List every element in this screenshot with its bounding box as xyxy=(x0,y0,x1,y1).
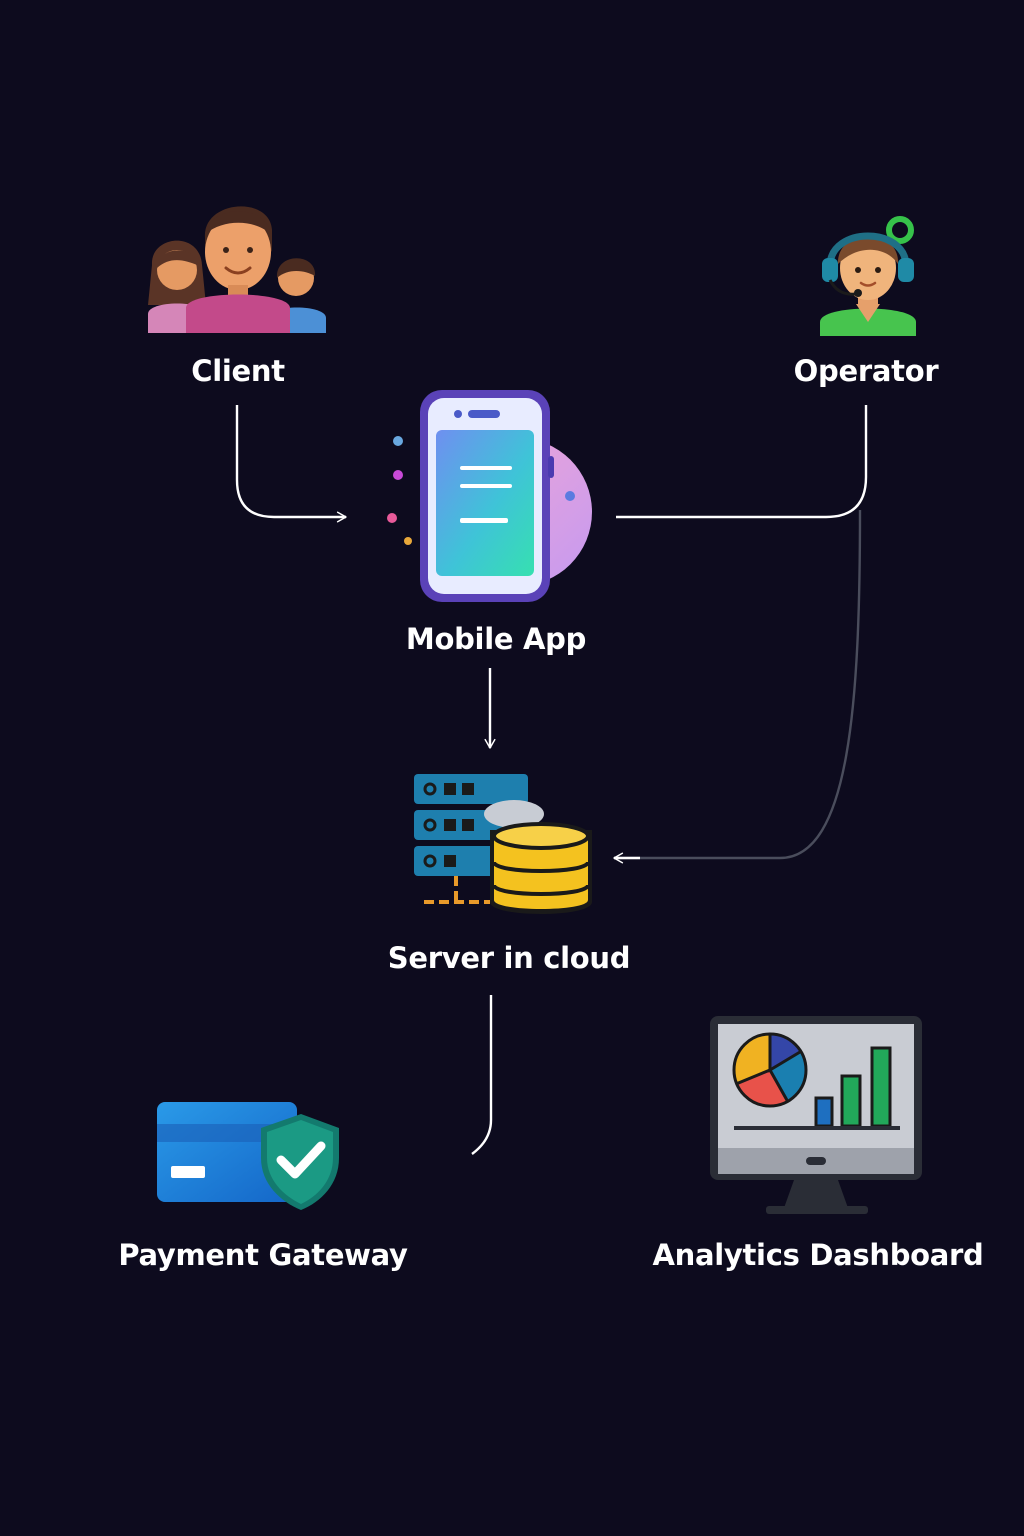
monitor-chart-icon xyxy=(710,1016,922,1214)
headset-operator-icon xyxy=(820,216,916,336)
mobile-app-label: Mobile App xyxy=(405,622,587,656)
payment-gateway-label: Payment Gateway xyxy=(118,1238,408,1272)
edge-client-to-mobile-app xyxy=(235,405,347,523)
edge-mobile-app-to-operator xyxy=(616,405,868,519)
server-label: Server in cloud xyxy=(387,941,631,975)
edge-server-to-payment xyxy=(471,995,493,1155)
credit-card-shield-icon xyxy=(157,1102,339,1210)
analytics-dashboard-label: Analytics Dashboard xyxy=(652,1238,984,1272)
client-label: Client xyxy=(191,354,285,388)
edge-operator-to-server xyxy=(614,509,862,860)
operator-label: Operator xyxy=(793,354,939,388)
server-database-icon xyxy=(414,774,592,914)
family-icon xyxy=(148,206,326,333)
smartphone-icon xyxy=(387,390,592,602)
